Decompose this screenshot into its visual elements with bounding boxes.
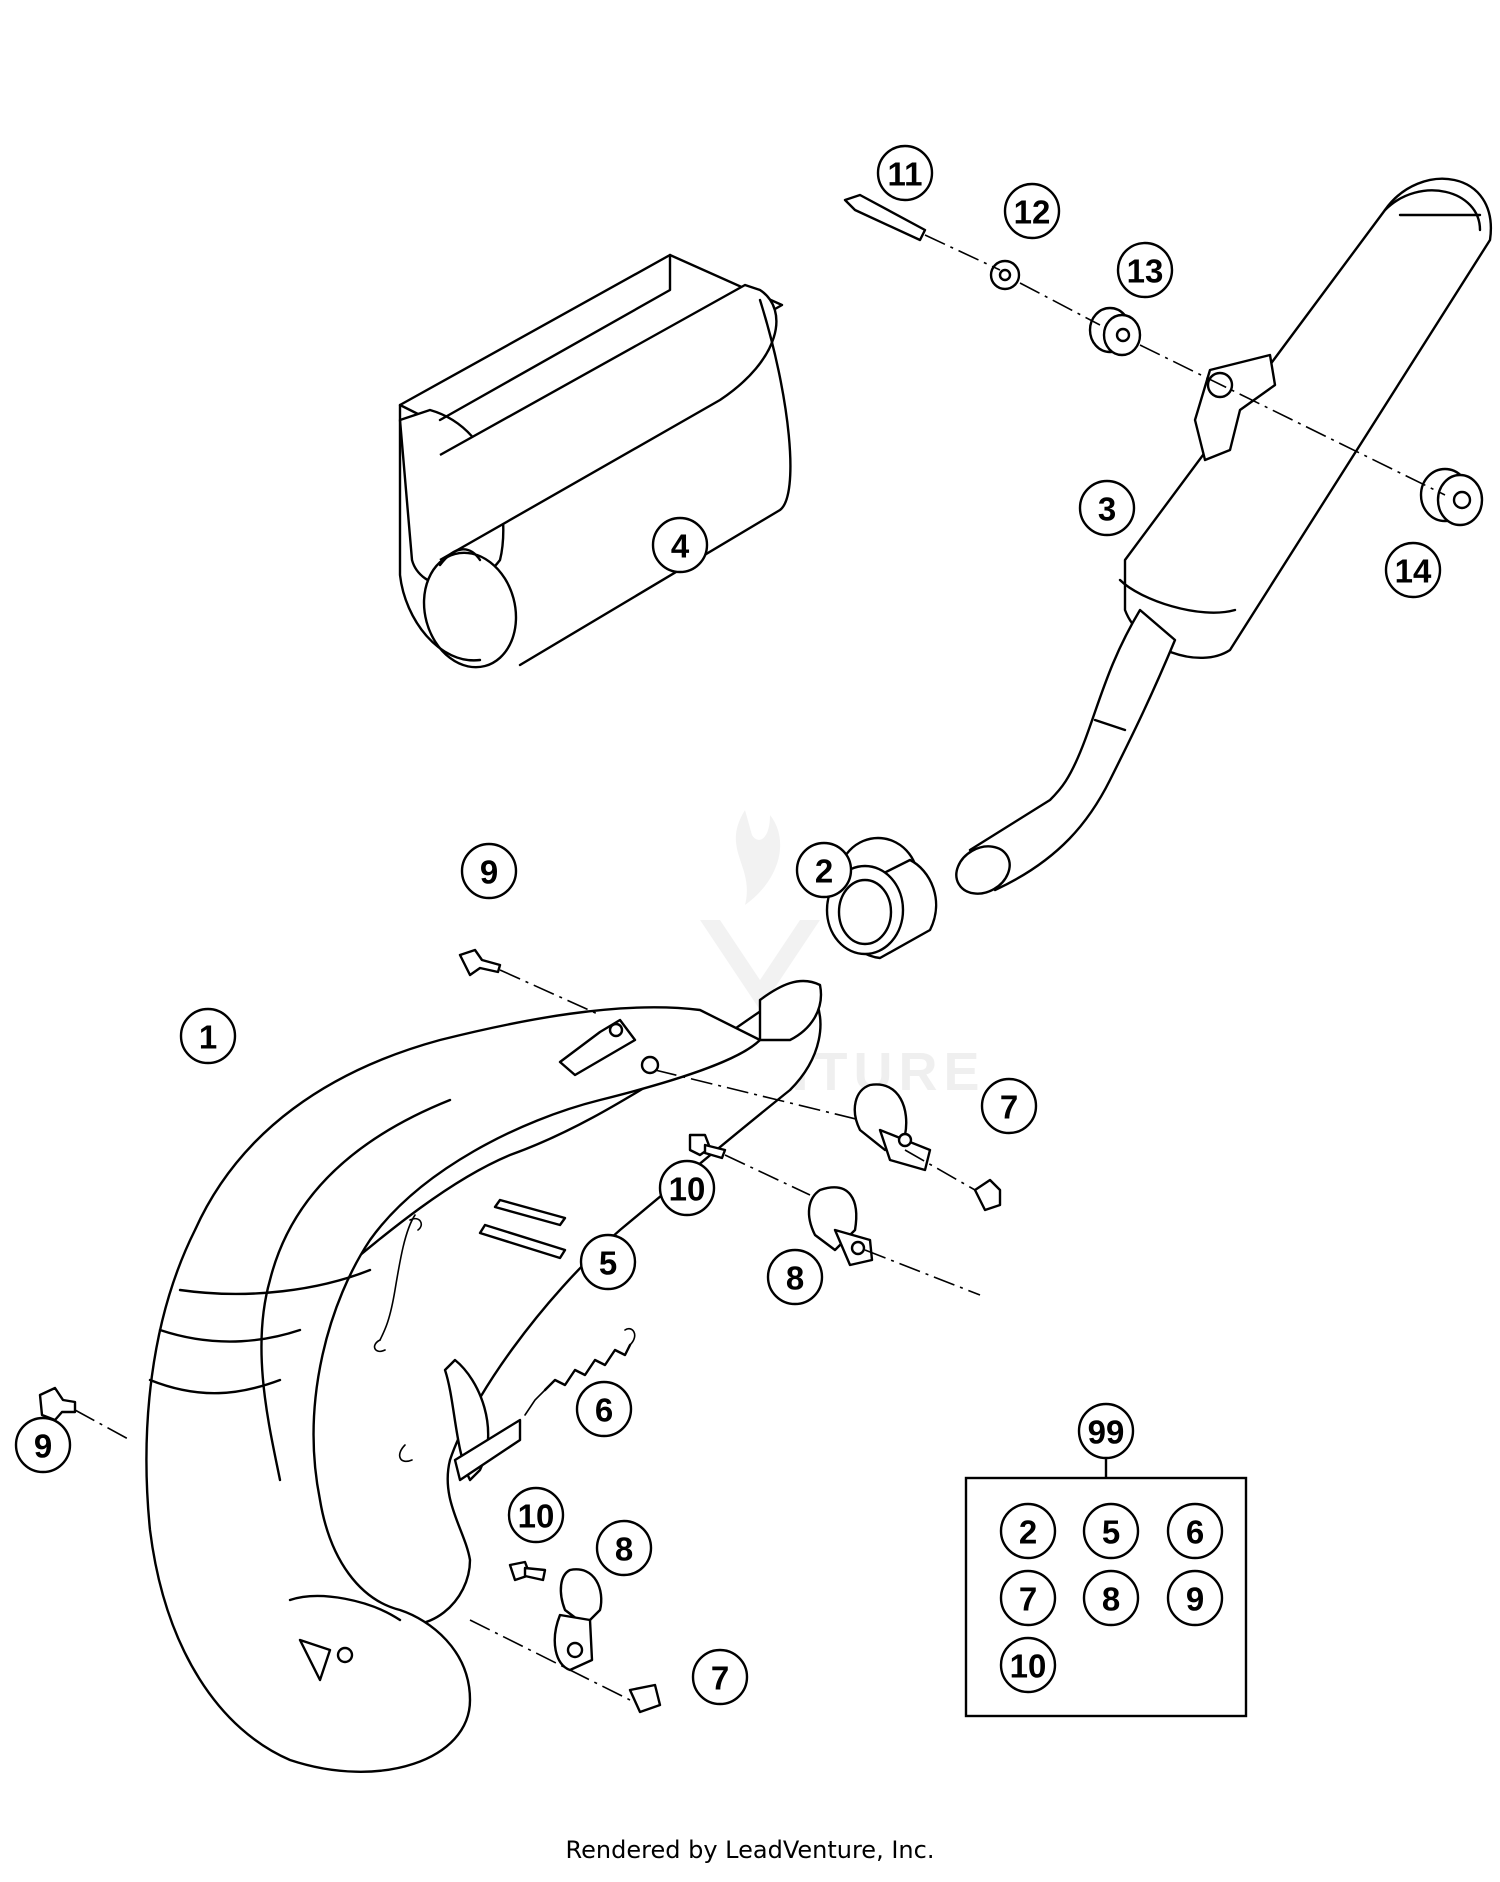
kit-item-8-circle [1082,1569,1140,1627]
kit-item-10-label: 10 [1010,1648,1047,1685]
callout-c10b-label: 10 [518,1498,555,1535]
part-1-expansion-chamber [145,979,823,1773]
callout-kit-99: 99 [1077,1402,1135,1460]
callout-c8a-label: 8 [786,1260,804,1297]
kit-item-2-circle [999,1502,1057,1560]
kit-item-2-label: 2 [1019,1514,1037,1551]
callout-c7b: 7 [691,1648,749,1706]
callout-c13: 13 [1116,241,1174,299]
callout-c10a: 10 [658,1159,716,1217]
kit-item-5-circle [1082,1502,1140,1560]
kit-item-9: 9 [1166,1569,1224,1627]
callout-c3-circle [1078,479,1136,537]
callout-c4-label: 4 [671,528,690,565]
kit-item-2: 2 [999,1502,1057,1560]
callout-c6-circle [575,1380,633,1438]
callout-c6: 6 [575,1380,633,1438]
kit-item-8-label: 8 [1102,1581,1120,1618]
callout-c14-circle [1384,541,1442,599]
footer-credit: Rendered by LeadVenture, Inc. [565,1836,935,1864]
kit-item-9-label: 9 [1186,1581,1204,1618]
callout-c3: 3 [1078,479,1136,537]
callout-c13-label: 13 [1127,253,1164,290]
callout-c7a: 7 [980,1077,1038,1135]
callout-c10a-circle [658,1159,716,1217]
part-6-spring [398,1327,636,1463]
lower-mount-7-8-10 [469,1560,662,1714]
part-9-upper-bolt [458,948,601,1016]
callout-c7a-label: 7 [1000,1089,1018,1126]
part-9-lower-bolt [38,1386,131,1441]
callout-c9a-circle [460,842,518,900]
part-3-silencer [955,177,1493,895]
callout-c7b-label: 7 [711,1660,729,1697]
part-14-grommet [1419,467,1484,527]
kit-item-6-circle [1166,1502,1224,1560]
callout-c2: 2 [795,841,853,899]
callout-c5-circle [579,1233,637,1291]
callout-c2-circle [795,841,853,899]
kit-item-9-circle [1166,1569,1224,1627]
callout-c3-label: 3 [1098,491,1116,528]
part-4-sleeve [398,253,792,669]
kit-item-7: 7 [999,1569,1057,1627]
callout-c10b-circle [507,1486,565,1544]
callout-c10a-label: 10 [669,1171,706,1208]
callout-c1: 1 [179,1007,237,1065]
kit-item-7-label: 7 [1019,1581,1037,1618]
callout-c7a-circle [980,1077,1038,1135]
callout-c11: 11 [876,144,934,202]
kit-item-10-circle [999,1636,1057,1694]
kit-item-5-label: 5 [1102,1514,1120,1551]
callout-c9b-circle [14,1416,72,1474]
callout-c11-circle [876,144,934,202]
callout-c8a: 8 [766,1248,824,1306]
callout-c13-circle [1116,241,1174,299]
callout-c10b: 10 [507,1486,565,1544]
callout-c2-label: 2 [815,853,833,890]
callout-c5-label: 5 [599,1245,617,1282]
kit-item-5: 5 [1082,1502,1140,1560]
kit-item-6: 6 [1166,1502,1224,1560]
part-2-connector [825,836,938,960]
callout-c9a: 9 [460,842,518,900]
callout-c12-label: 12 [1014,194,1051,231]
callout-c9b: 9 [14,1416,72,1474]
callout-c4: 4 [651,516,709,574]
callout-c6-label: 6 [595,1392,613,1429]
callout-c12: 12 [1003,182,1061,240]
callout-c1-label: 1 [199,1019,217,1056]
callout-c12-circle [1003,182,1061,240]
callout-c14: 14 [1384,541,1442,599]
callout-c5: 5 [579,1233,637,1291]
callout-c8b: 8 [595,1519,653,1577]
callout-c8b-circle [595,1519,653,1577]
callout-c9b-label: 9 [34,1428,52,1465]
callout-c9a-label: 9 [480,854,498,891]
kit-item-8: 8 [1082,1569,1140,1627]
callout-c4-circle [651,516,709,574]
callout-c8b-label: 8 [615,1531,633,1568]
callout-c8a-circle [766,1248,824,1306]
kit-item-6-label: 6 [1186,1514,1204,1551]
callout-c11-label: 11 [888,156,923,193]
callout-c7b-circle [691,1648,749,1706]
callout-kit-99-circle [1077,1402,1135,1460]
callout-kit-99-label: 99 [1088,1414,1125,1451]
callout-c1-circle [179,1007,237,1065]
part-5-clips [373,1198,567,1353]
upper-mount-7-8-10 [654,1069,1002,1296]
callout-c14-label: 14 [1395,553,1432,590]
kit-item-10: 10 [999,1636,1057,1694]
kit-item-7-circle [999,1569,1057,1627]
parts-11-12-13-mount [843,193,1446,496]
